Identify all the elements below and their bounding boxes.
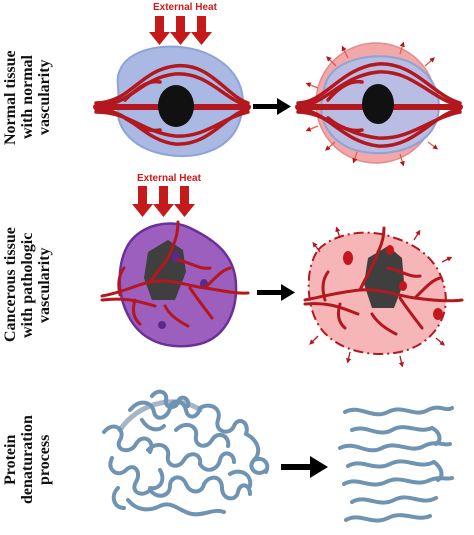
heat-arrows-middle [132, 186, 195, 217]
cancer-tissue-heated [303, 226, 464, 368]
normal-tissue-before [93, 45, 251, 157]
cancer-tissue-before [100, 220, 250, 348]
denatured-protein [338, 405, 454, 523]
external-heat-label-top: External Heat [153, 2, 217, 13]
external-heat-label-middle: External Heat [137, 173, 201, 184]
folded-protein [102, 389, 270, 517]
transition-arrow-row1 [253, 98, 291, 115]
transition-arrow-row2 [257, 284, 295, 301]
heat-arrows-top [149, 16, 212, 45]
transition-arrow-row3 [281, 456, 328, 478]
nucleus-core [158, 85, 194, 127]
normal-tissue-heated [295, 41, 463, 167]
